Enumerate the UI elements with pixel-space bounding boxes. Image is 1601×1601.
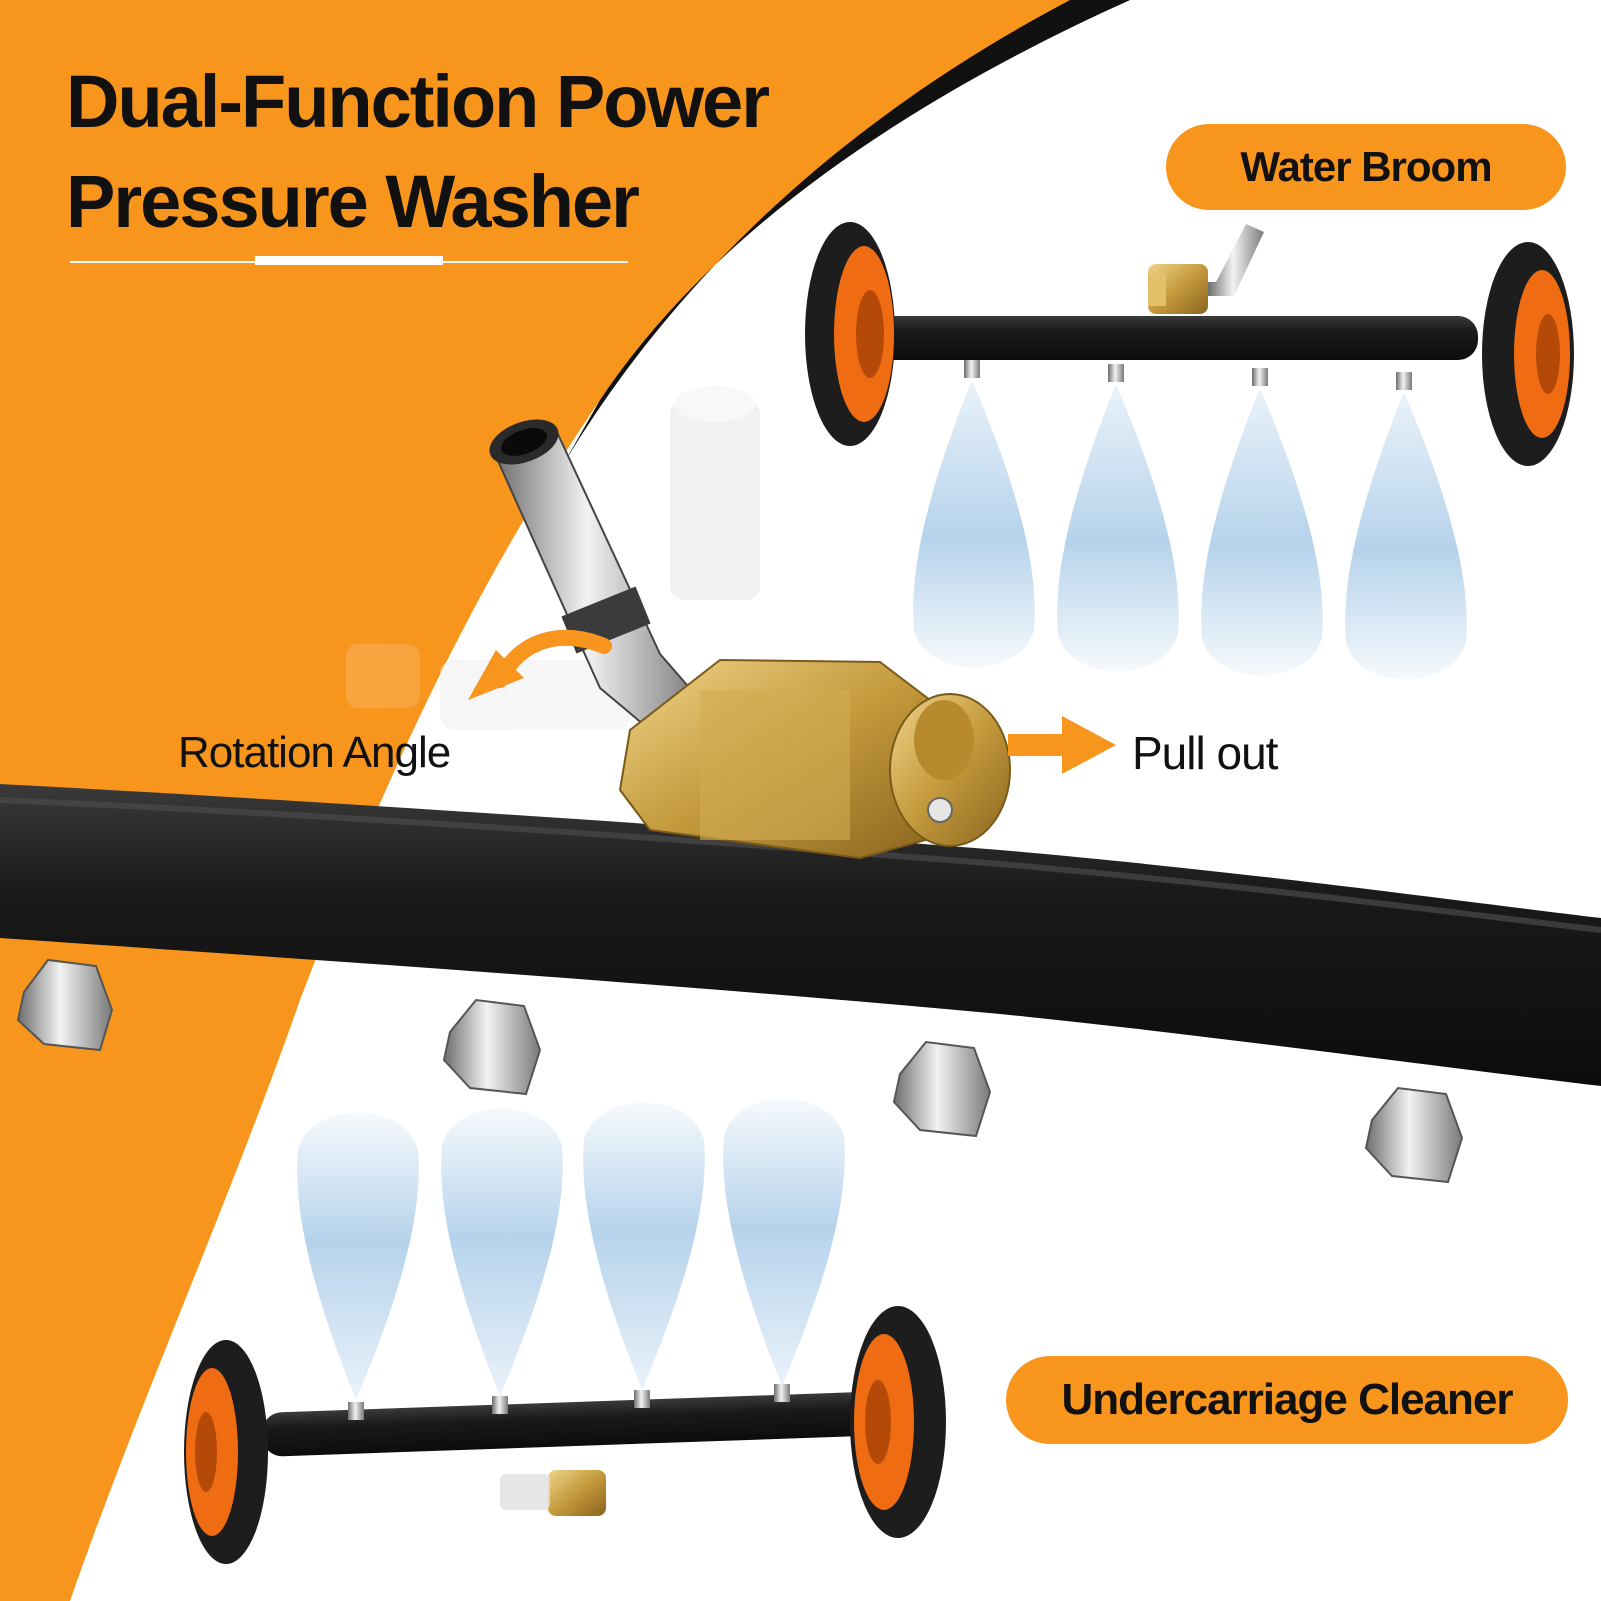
nozzle-icon [774, 1384, 790, 1402]
title-underline-bar [255, 256, 443, 265]
nozzle-icon [348, 1402, 364, 1420]
spray-icon [1345, 392, 1467, 680]
spray-icon [583, 1102, 705, 1390]
nozzle-icon [1396, 372, 1412, 390]
nozzle-icon [492, 1396, 508, 1414]
arrow-right-icon [1008, 716, 1116, 774]
page-title: Dual-Function Power Pressure Washer [66, 52, 770, 252]
nozzle-icon [442, 998, 542, 1096]
water-broom-label: Water Broom [1166, 124, 1566, 210]
main-tube-closeup [0, 784, 1601, 1086]
spray-icon [1057, 384, 1179, 672]
nozzle-icon [16, 958, 114, 1052]
spray-icon [297, 1112, 419, 1400]
spray-icon [1201, 388, 1323, 676]
rotation-angle-label: Rotation Angle [178, 728, 451, 777]
undercarriage-cleaner-label: Undercarriage Cleaner [1006, 1356, 1568, 1444]
cleaner-tube [262, 1391, 888, 1457]
spray-icon [723, 1098, 845, 1386]
curved-arrow-icon [468, 629, 612, 700]
wheel-icon [184, 1340, 268, 1564]
wheel-icon [805, 222, 895, 446]
nozzle-icon [1364, 1086, 1464, 1184]
nozzle-icon [634, 1390, 650, 1408]
nozzle-icon [1252, 368, 1268, 386]
spray-icon [441, 1108, 563, 1396]
wheel-icon [1482, 242, 1574, 466]
water-broom-product [805, 222, 1574, 680]
undercarriage-cleaner-product [184, 1098, 946, 1564]
title-line-1: Dual-Function Power [66, 60, 770, 143]
spray-icon [913, 380, 1035, 668]
pull-out-label: Pull out [1132, 727, 1278, 779]
nozzle-icon [1108, 364, 1124, 382]
orange-background-shape [0, 0, 1130, 1601]
nozzle-icon [892, 1040, 992, 1138]
broom-tube [848, 316, 1478, 360]
nozzle-icon [964, 360, 980, 378]
cleaner-brass-connector [548, 1470, 606, 1516]
title-line-2: Pressure Washer [66, 160, 640, 243]
wheel-icon [850, 1306, 946, 1538]
brass-swivel-fitting [618, 658, 1011, 860]
